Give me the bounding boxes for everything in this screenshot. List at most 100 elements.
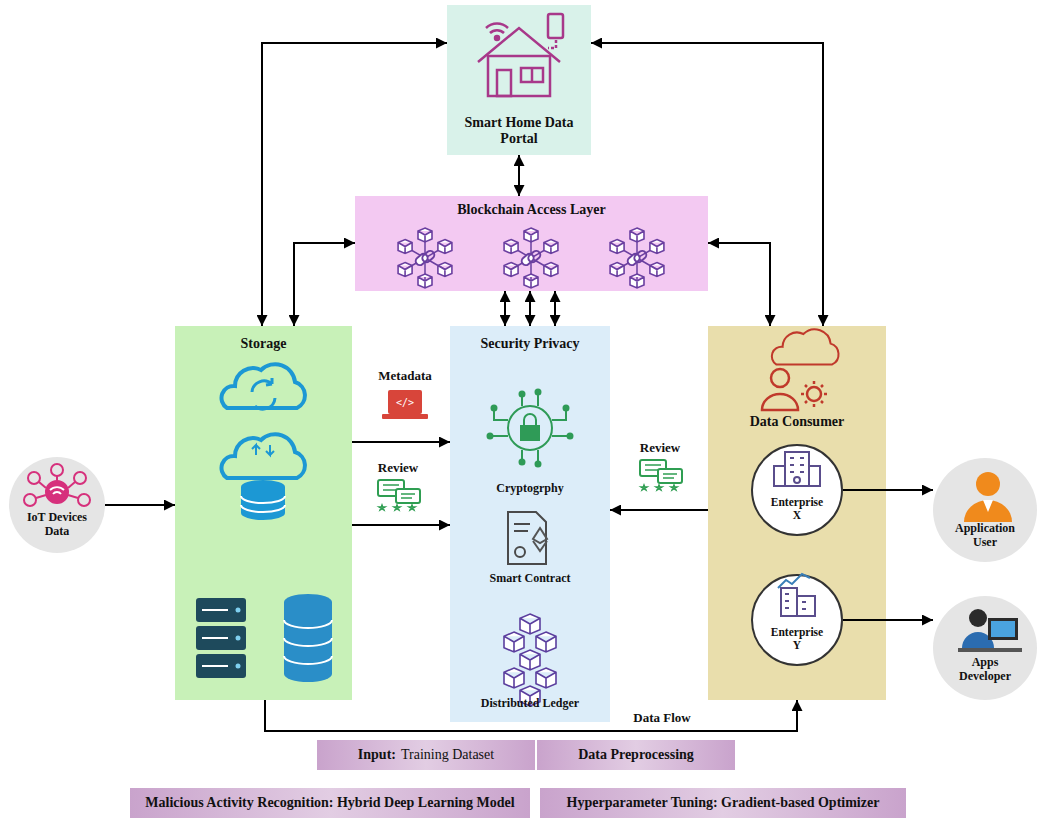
server-stack-icon [236, 636, 241, 641]
cryptography-icon [488, 434, 493, 439]
developer-icon [988, 618, 1018, 640]
iot-hub-icon [46, 481, 68, 503]
data-consumer-icon [772, 329, 839, 364]
arrow-connector [843, 619, 933, 621]
cryptography-icon [564, 406, 569, 411]
step-band: Input:Training Dataset [317, 740, 535, 770]
smart-home-icon [495, 36, 499, 40]
blockchain-icon [610, 263, 624, 277]
data-consumer-icon [771, 369, 789, 387]
enterprise-icon [774, 466, 785, 486]
metadata-icon: </> [396, 397, 414, 408]
step-text: Input: [358, 747, 396, 763]
cryptography-icon [492, 406, 497, 411]
smart-home-icon [531, 68, 534, 82]
blockchain-icon [630, 274, 644, 288]
server-stack-icon [236, 608, 241, 669]
cryptography-icon [488, 390, 573, 467]
arrow-connector [843, 489, 933, 491]
iot-hub-icon [50, 487, 64, 494]
enterprise-icon [778, 574, 815, 616]
blockchain-icon [398, 228, 664, 288]
server-stack-icon [202, 610, 228, 666]
enterprise-icon [809, 466, 820, 486]
smart-home-icon [521, 68, 543, 82]
node-label: Smart Contract [490, 572, 571, 586]
arrow-connector [265, 700, 797, 731]
arrow-connector [529, 291, 531, 326]
distributed-ledger-icon [536, 632, 556, 652]
smart-home-icon [497, 70, 511, 96]
cloud-sync-icon [255, 398, 275, 409]
cryptography-icon [492, 394, 568, 462]
blockchain-icon [524, 228, 538, 242]
smart-contract-icon [508, 512, 547, 564]
arrow-connector [352, 524, 450, 526]
cloud-sync-icon [266, 378, 272, 385]
cryptography-icon [536, 462, 541, 467]
blockchain-icon [504, 240, 518, 254]
step-band: Data Preprocessing [537, 740, 735, 770]
cryptography-icon [521, 426, 539, 440]
node-label: Application User [947, 522, 1023, 550]
server-stack-icon [196, 598, 246, 622]
iot-hub-icon [28, 472, 40, 484]
database-icon [284, 620, 332, 664]
node-label: Cryptogrphy [496, 482, 563, 496]
user-icon [976, 472, 1000, 496]
review-icon [378, 480, 420, 510]
step-band: Hyperparameter Tuning: Gradient-based Op… [540, 788, 906, 818]
blockchain-icon [544, 240, 558, 254]
server-stack-icon [202, 609, 228, 611]
distributed-ledger-icon [520, 686, 540, 706]
user-icon [964, 472, 1012, 522]
smart-home-icon [488, 56, 550, 96]
iot-hub-icon [36, 476, 78, 498]
server-stack-icon [196, 654, 246, 678]
node-label: Enterprise X [766, 496, 828, 522]
step-band: Malicious Activity Recognition: Hybrid D… [130, 788, 530, 818]
server-stack-icon [196, 598, 246, 678]
cryptography-icon [536, 390, 541, 395]
blockchain-icon [418, 274, 432, 288]
database-icon [284, 602, 332, 674]
blockchain-icon [610, 240, 624, 254]
iot-hub-icon [74, 472, 86, 484]
cloud-sync-icon [252, 381, 272, 392]
blockchain-icon [438, 240, 452, 254]
consumer-panel: Enterprise XEnterprise YData Consumer [708, 326, 886, 700]
distributed-ledger-icon [536, 668, 556, 688]
blockchain-icon [421, 249, 436, 263]
user-icon [983, 500, 993, 512]
arrow-connector [262, 43, 447, 326]
distributed-ledger-icon [504, 632, 524, 652]
blockchain-icon [633, 249, 648, 263]
arrow-connector [504, 291, 506, 326]
arrow-connector [591, 43, 823, 326]
distributed-ledger-icon [504, 614, 556, 706]
iot-hub-icon [24, 494, 36, 506]
arrow-connector [352, 441, 450, 443]
cryptography-icon [488, 390, 573, 467]
enterprise-icon [774, 452, 820, 486]
cryptography-icon [568, 434, 573, 439]
cloud-database-icon [221, 434, 304, 520]
cryptography-icon [524, 414, 536, 426]
blockchain-icon [650, 240, 664, 254]
review-icon [640, 460, 682, 490]
database-icon [284, 594, 332, 682]
server-stack-icon [196, 626, 246, 650]
enterprise-circle: Enterprise X [751, 444, 843, 536]
node-label: Smart Home Data Portal [464, 115, 574, 147]
arrow-connector [294, 243, 355, 326]
enterprise-icon [794, 477, 800, 483]
arrow-connector [708, 243, 770, 326]
smart-contract-icon [514, 530, 528, 532]
cloud-database-icon [241, 496, 285, 512]
blockchain-icon [398, 240, 412, 254]
smart-contract-icon [514, 523, 530, 525]
enterprise-icon [797, 596, 815, 616]
edge-label: Review [378, 460, 418, 476]
metadata-icon [388, 390, 422, 414]
